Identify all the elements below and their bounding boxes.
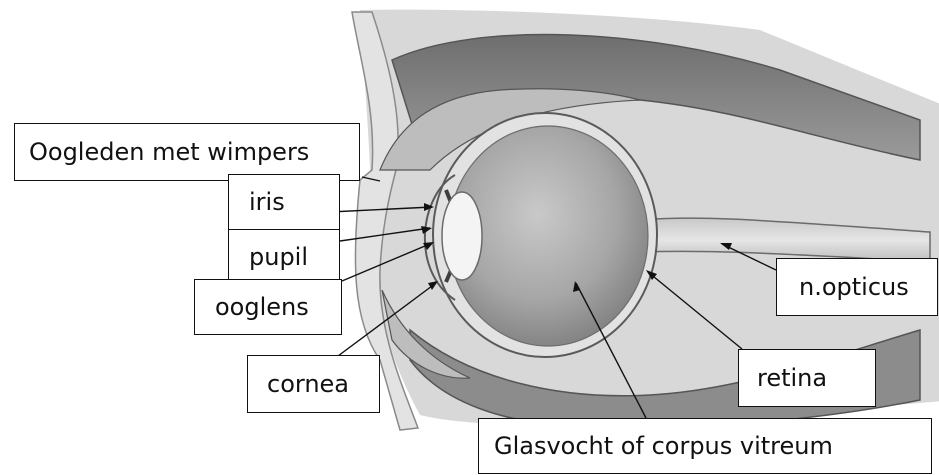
pointer-retina bbox=[648, 272, 742, 349]
arrowhead-iris bbox=[424, 203, 434, 211]
pointer-pupil bbox=[340, 228, 430, 241]
label-retina: retina bbox=[738, 349, 876, 407]
label-eyelids: Oogleden met wimpers bbox=[14, 123, 360, 181]
pointer-cornea bbox=[338, 283, 436, 356]
pointer-iris bbox=[330, 207, 432, 212]
label-pupil: pupil bbox=[228, 229, 340, 285]
label-vitreous: Glasvocht of corpus vitreum bbox=[478, 418, 932, 474]
pointer-optic bbox=[722, 244, 776, 270]
pointer-lens bbox=[342, 243, 432, 281]
pointer-vitreous bbox=[576, 283, 646, 418]
label-optic-nerve: n.opticus bbox=[776, 258, 938, 316]
pointer-eyelids bbox=[362, 177, 380, 181]
label-cornea: cornea bbox=[247, 355, 380, 413]
label-iris: iris bbox=[228, 174, 340, 230]
label-lens: ooglens bbox=[194, 279, 342, 335]
arrowhead-vitreous bbox=[573, 281, 580, 292]
arrowhead-pupil bbox=[421, 226, 432, 234]
arrowhead-optic bbox=[720, 243, 732, 250]
